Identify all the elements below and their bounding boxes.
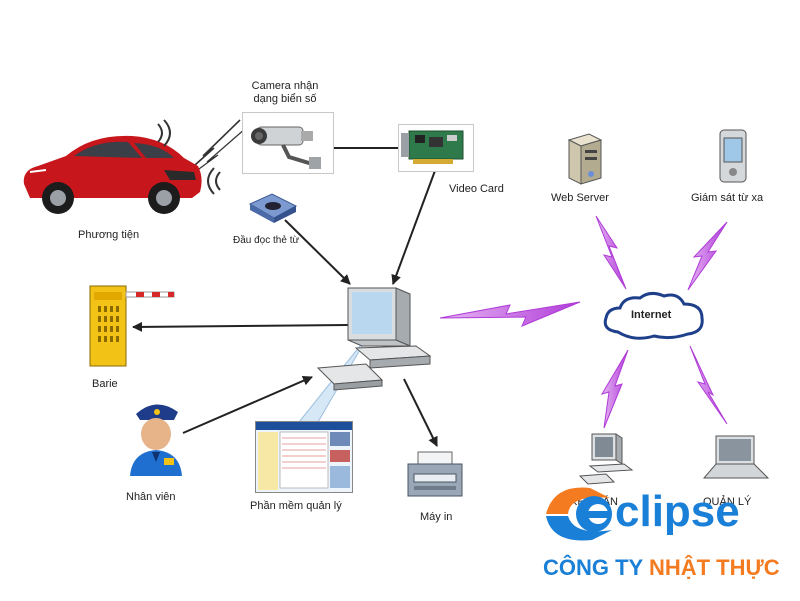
handheld-device-icon [719, 129, 747, 183]
video-card-label: Video Card [449, 183, 504, 195]
remote-monitor-label: Giám sát từ xa [691, 192, 764, 204]
accounting-internet-bolt [600, 349, 629, 429]
card-reader-label: Đầu đọc thẻ từ [233, 235, 300, 246]
vehicle-node [14, 112, 204, 222]
camera-label: Camera nhận dạng biển số [251, 80, 319, 105]
software-screenshot-icon [256, 422, 352, 490]
card-reader-node [246, 192, 298, 224]
web-server-node [565, 130, 605, 186]
barrier-label: Barie [92, 378, 118, 390]
camera-node [242, 112, 334, 174]
wireless-signal-icon [157, 119, 171, 147]
server-icon [567, 133, 603, 185]
web-server-label: Web Server [551, 192, 609, 204]
management-internet-bolt [689, 345, 728, 425]
desktop-computer-icon [578, 433, 634, 485]
computer-internet-bolt [439, 301, 581, 327]
video-card-icon [401, 130, 464, 164]
management-node [700, 432, 772, 486]
car-camera-wireless [185, 119, 241, 174]
eclipse-logo-icon [546, 487, 612, 541]
card-reader-icon [248, 193, 298, 223]
barrier-node [86, 282, 176, 370]
internet-node [600, 290, 708, 342]
staff-node [126, 396, 186, 478]
wireless-signal-icon [207, 167, 221, 195]
brand-tagline-part2: NHẬT THỰC [648, 555, 780, 580]
internet-label: Internet [631, 309, 672, 321]
staff-computer-arrow [182, 375, 313, 434]
remote-monitor-node [718, 128, 748, 184]
management-label: QUẢN LÝ [703, 496, 752, 508]
computer-printer-arrow [403, 378, 438, 447]
printer-label: Máy in [420, 511, 453, 523]
printer-icon [407, 451, 463, 497]
accounting-node [578, 432, 634, 486]
video-card-node [398, 124, 474, 172]
barrier-gate-icon [89, 285, 175, 367]
software-label: Phần mềm quản lý [250, 500, 342, 512]
printer-node [404, 450, 466, 502]
brand-tagline-part1: CÔNG TY [543, 555, 649, 580]
brand-wordmark: clipse [615, 487, 740, 536]
computer-barrier-arrow [132, 321, 349, 332]
security-guard-icon [130, 404, 182, 476]
laptop-icon [702, 435, 770, 479]
cctv-camera-icon [251, 126, 321, 169]
brand-tagline: CÔNG TY NHẬT THỰC [543, 555, 780, 581]
software-node [255, 421, 353, 493]
cloud-icon [603, 291, 704, 340]
car-icon [23, 135, 202, 214]
computer-node [312, 284, 436, 394]
vehicle-label: Phương tiện [78, 229, 140, 241]
cardreader-computer-arrow [284, 219, 351, 285]
staff-label: Nhân viên [126, 491, 176, 503]
server-internet-bolt [595, 215, 627, 290]
videocard-computer-arrow [391, 167, 437, 285]
desktop-computer-icon [316, 287, 432, 391]
remote-internet-bolt [687, 221, 728, 291]
